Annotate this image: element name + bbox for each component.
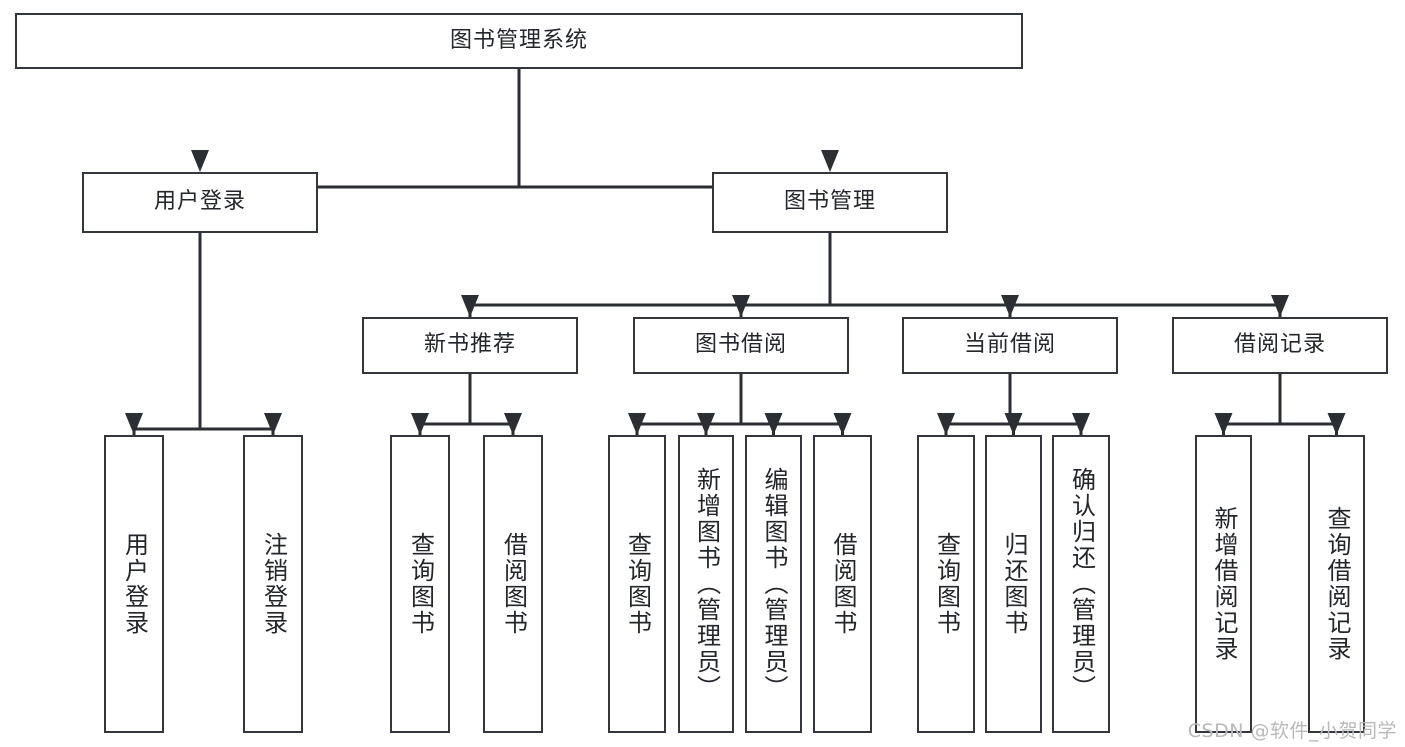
node-leaf-query-record[interactable]: 查询借阅记录 (1308, 435, 1365, 733)
arrowhead-user-login (191, 150, 209, 172)
node-leaf-query-book-3[interactable]: 查询图书 (917, 435, 975, 733)
arrowhead-new-book-rec (461, 295, 479, 317)
node-leaf-add-book[interactable]: 新增图书（管理员） (678, 435, 734, 733)
node-label-leaf-user-login: 用户登录 (120, 532, 149, 636)
node-label-new-book-rec: 新书推荐 (423, 332, 516, 358)
node-label-book-borrow: 图书借阅 (694, 332, 787, 358)
node-leaf-borrow-book-1[interactable]: 借阅图书 (483, 435, 543, 733)
node-label-borrow-record: 借阅记录 (1233, 332, 1326, 358)
arrowhead-leaf-user-logout (264, 413, 282, 435)
arrowhead-book-manage (821, 150, 839, 172)
arrowhead-leaf-borrow-book-1 (504, 413, 522, 435)
node-label-leaf-user-logout: 注销登录 (259, 532, 288, 636)
node-leaf-add-record[interactable]: 新增借阅记录 (1195, 435, 1252, 733)
node-label-leaf-borrow-book-2: 借阅图书 (828, 532, 857, 636)
arrowhead-current-borrow (1001, 295, 1019, 317)
arrowhead-book-borrow (732, 295, 750, 317)
node-leaf-user-logout[interactable]: 注销登录 (243, 435, 303, 733)
arrowhead-leaf-user-login (125, 413, 143, 435)
node-label-user-login: 用户登录 (153, 189, 246, 215)
node-book-borrow[interactable]: 图书借阅 (633, 317, 849, 374)
node-leaf-return-book[interactable]: 归还图书 (985, 435, 1042, 733)
arrowhead-leaf-borrow-book-2 (833, 413, 852, 435)
arrowhead-leaf-edit-book (764, 413, 783, 435)
node-leaf-borrow-book-2[interactable]: 借阅图书 (813, 435, 872, 733)
node-book-manage[interactable]: 图书管理 (712, 172, 948, 233)
node-label-current-borrow: 当前借阅 (963, 332, 1056, 358)
node-leaf-edit-book[interactable]: 编辑图书（管理员） (745, 435, 802, 733)
node-label-root: 图书管理系统 (449, 27, 588, 53)
arrowhead-leaf-add-record (1214, 413, 1233, 435)
node-current-borrow[interactable]: 当前借阅 (902, 317, 1118, 374)
node-label-leaf-return-book: 归还图书 (999, 532, 1028, 636)
node-label-book-manage: 图书管理 (783, 189, 876, 215)
node-user-login[interactable]: 用户登录 (82, 172, 318, 233)
arrowhead-leaf-query-record (1327, 413, 1346, 435)
node-leaf-query-book-1[interactable]: 查询图书 (390, 435, 450, 733)
arrowhead-leaf-confirm-return (1072, 413, 1090, 435)
node-leaf-user-login[interactable]: 用户登录 (104, 435, 164, 733)
node-label-leaf-query-book-1: 查询图书 (406, 532, 435, 636)
arrowhead-leaf-query-book-2 (628, 413, 646, 435)
node-label-leaf-add-record: 新增借阅记录 (1209, 506, 1238, 662)
arrowhead-leaf-add-book (697, 413, 715, 435)
arrowhead-leaf-query-book-1 (411, 413, 429, 435)
node-label-leaf-query-book-2: 查询图书 (623, 532, 652, 636)
watermark-text: CSDN @软件_小贺同学 (1187, 720, 1397, 742)
node-leaf-confirm-return[interactable]: 确认归还（管理员） (1052, 435, 1110, 733)
arrowhead-leaf-query-book-3 (937, 413, 955, 435)
node-label-leaf-confirm-return: 确认归还（管理员） (1067, 467, 1096, 701)
node-new-book-rec[interactable]: 新书推荐 (362, 317, 578, 374)
node-leaf-query-book-2[interactable]: 查询图书 (608, 435, 666, 733)
node-label-leaf-edit-book: 编辑图书（管理员） (759, 467, 788, 701)
node-root[interactable]: 图书管理系统 (15, 13, 1023, 69)
node-label-leaf-borrow-book-1: 借阅图书 (499, 532, 528, 636)
node-label-leaf-query-record: 查询借阅记录 (1322, 506, 1351, 662)
node-borrow-record[interactable]: 借阅记录 (1172, 317, 1388, 374)
arrowhead-borrow-record (1271, 295, 1289, 317)
node-label-leaf-add-book: 新增图书（管理员） (692, 467, 721, 701)
arrowhead-leaf-return-book (1004, 413, 1023, 435)
node-label-leaf-query-book-3: 查询图书 (932, 532, 961, 636)
